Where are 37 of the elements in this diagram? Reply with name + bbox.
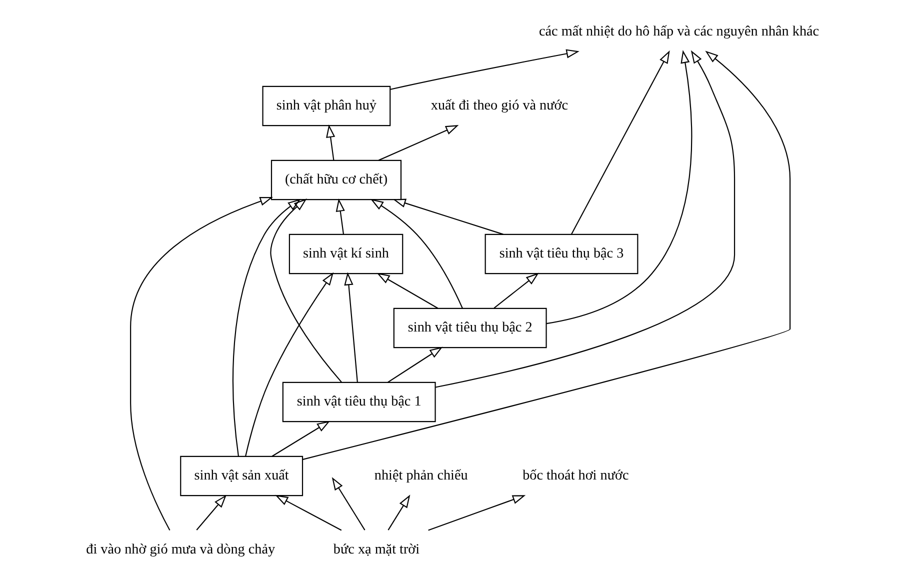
node-text: xuất đi theo gió và nước — [430, 98, 568, 114]
arrow — [570, 50, 670, 234]
arrow — [390, 49, 579, 90]
arrow — [335, 198, 344, 234]
arrow — [392, 198, 503, 235]
node-box: sinh vật phân huỷ — [262, 86, 390, 126]
arrow — [302, 50, 790, 460]
node-text: các mất nhiệt do hô hấp và các nguyên nhân khác — [538, 24, 819, 40]
arrow — [493, 272, 538, 308]
arrow — [387, 494, 410, 530]
arrow — [344, 272, 358, 382]
arrow — [232, 198, 300, 456]
arrow — [434, 50, 735, 388]
arrow — [370, 198, 462, 308]
arrow — [271, 420, 330, 457]
arrow — [270, 198, 342, 382]
node-text: nhiệt phản chiếu — [374, 468, 468, 484]
arrow — [274, 494, 342, 531]
arrow — [196, 494, 226, 530]
arrow — [244, 272, 334, 456]
arrow — [378, 125, 458, 161]
arrow — [326, 124, 335, 160]
node-box: sinh vật kí sinh — [288, 234, 403, 274]
node-box: sinh vật tiêu thụ bậc 2 — [392, 308, 546, 348]
arrow — [130, 196, 273, 531]
arrow — [331, 477, 365, 530]
arrow — [546, 50, 692, 324]
node-text: bốc thoát hơi nước — [522, 468, 628, 484]
node-text: đi vào nhờ gió mưa và dòng chảy — [86, 542, 275, 558]
node-box: sinh vật sản xuất — [180, 456, 303, 496]
arrow — [387, 346, 442, 383]
node-box: sinh vật tiêu thụ bậc 3 — [484, 234, 638, 274]
node-box: (chất hữu cơ chết) — [270, 160, 402, 200]
node-box: sinh vật tiêu thụ bậc 1 — [282, 382, 436, 422]
arrow — [428, 495, 526, 531]
arrow — [376, 272, 438, 309]
node-text: bức xạ mặt trời — [332, 542, 420, 558]
